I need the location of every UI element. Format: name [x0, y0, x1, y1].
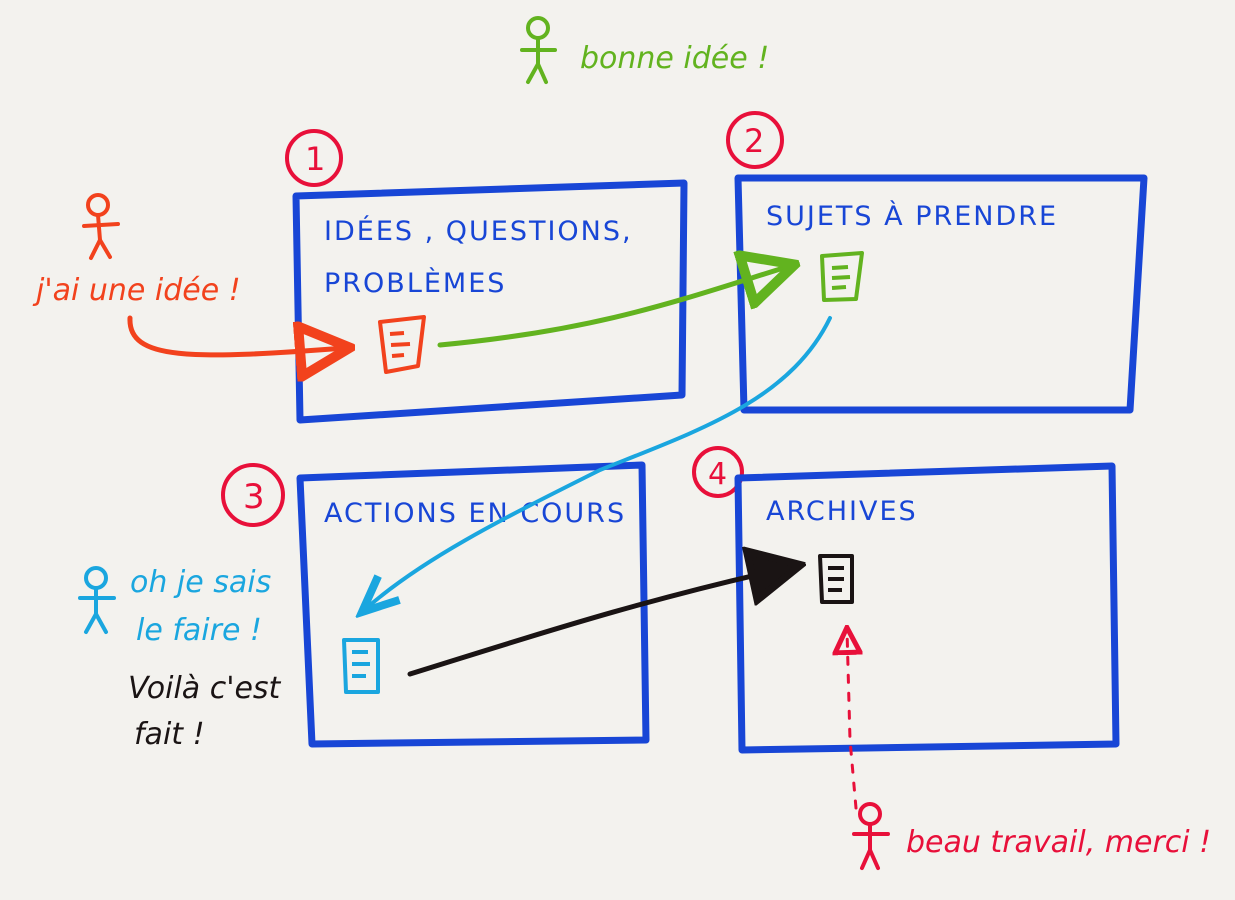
- speech-left-cyan-1: oh je sais: [130, 565, 271, 600]
- document-icon: [820, 251, 864, 302]
- document-icon: [342, 638, 380, 694]
- stick-figure-icon: [520, 16, 557, 84]
- arrow-icon: [437, 266, 790, 348]
- arrow-icon: [362, 316, 832, 612]
- speech-bottom-red: beau travail, merci !: [906, 825, 1211, 860]
- arrow-icon: [127, 315, 345, 355]
- number-4: 4: [708, 457, 727, 492]
- number-2: 2: [744, 122, 764, 160]
- box-3: 3 ACTIONS EN COURS: [221, 461, 650, 748]
- box-3-title: ACTIONS EN COURS: [324, 498, 626, 529]
- document-icon: [378, 315, 426, 374]
- box-4: 4 ARCHIVES: [692, 446, 1120, 754]
- box-1-title-line-2: PROBLÈMES: [324, 267, 506, 299]
- arrow-icon: [407, 566, 796, 677]
- speech-left-orange: j'ai une idée !: [32, 273, 241, 308]
- number-circle-3: [221, 463, 285, 527]
- stick-figure-icon: [78, 566, 116, 634]
- number-1: 1: [305, 140, 325, 178]
- number-circle-1: [285, 129, 343, 187]
- document-icon: [818, 554, 854, 604]
- stick-figure-icon: [852, 802, 890, 870]
- speech-top: bonne idée !: [580, 41, 769, 76]
- box-2-title: SUJETS À PRENDRE: [766, 200, 1058, 232]
- number-3: 3: [243, 477, 265, 517]
- speech-left-black-1: Voilà c'est: [128, 671, 282, 706]
- speech-left-black-2: fait !: [134, 717, 205, 752]
- box-4-title: ARCHIVES: [766, 496, 918, 527]
- arrow-icon: [847, 630, 856, 810]
- box-1: 1 IDÉES , QUESTIONS, PROBLÈMES: [285, 129, 688, 424]
- box-2: 2 SUJETS À PRENDRE: [726, 111, 1148, 414]
- speech-left-cyan-2: le faire !: [136, 613, 262, 648]
- number-circle-2: [726, 111, 784, 169]
- number-circle-4: [692, 446, 744, 498]
- box-1-title-line-1: IDÉES , QUESTIONS,: [324, 215, 633, 247]
- stick-figure-icon: [82, 193, 120, 260]
